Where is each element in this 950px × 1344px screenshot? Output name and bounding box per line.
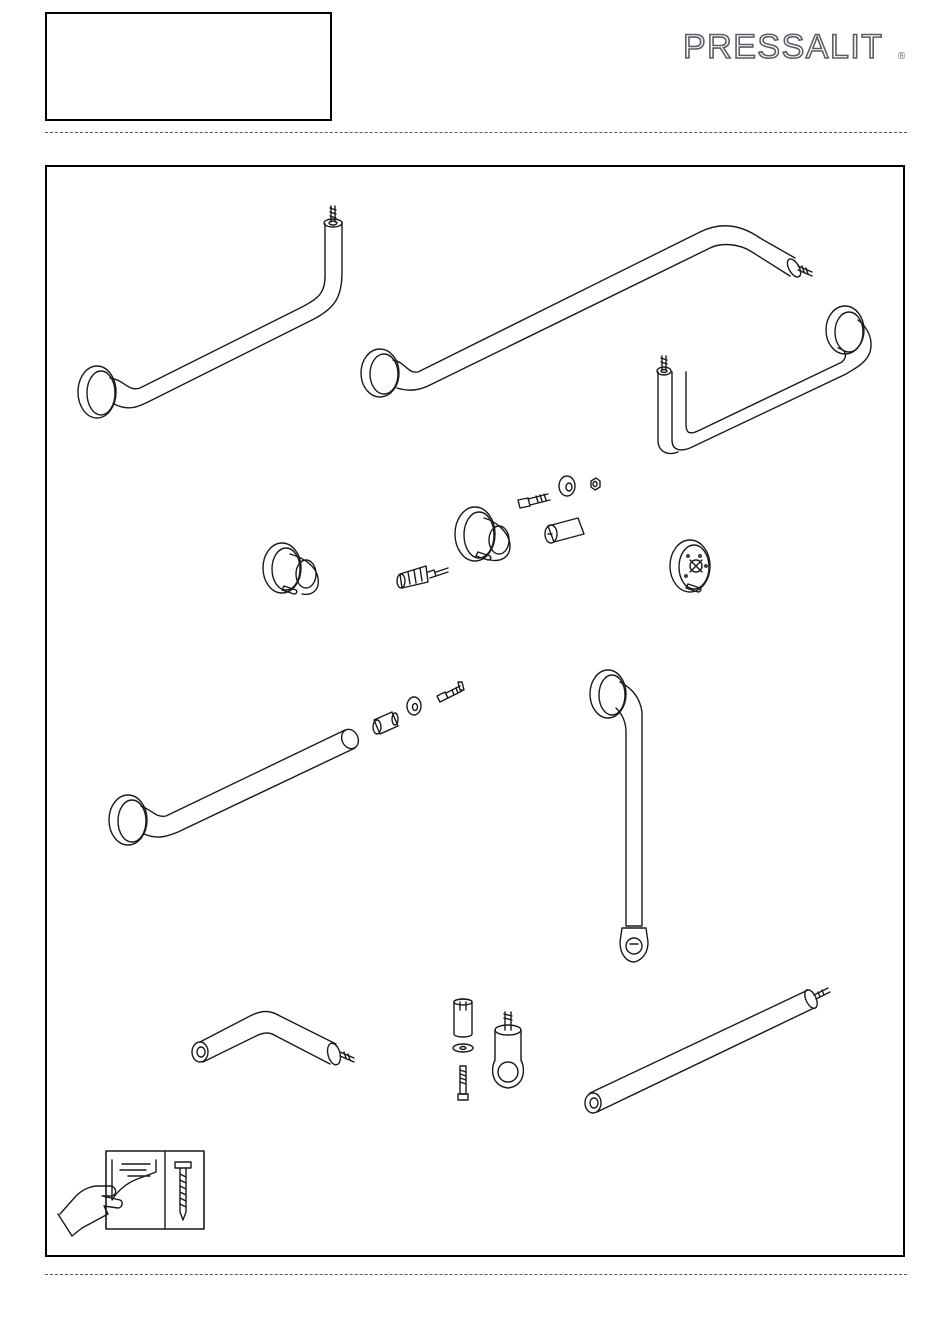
grab-bar-angled-left <box>78 206 342 418</box>
peel-and-screw-hint <box>58 1151 204 1236</box>
straight-bar-with-fittings <box>109 682 464 845</box>
grab-bar-long-angled <box>361 226 812 397</box>
cover-rosette <box>670 540 710 592</box>
divider-bottom <box>45 1274 907 1275</box>
grab-bar-u-shaped <box>657 306 871 454</box>
wall-flange <box>263 543 318 594</box>
vertical-bar <box>590 670 648 962</box>
floor-fitting <box>453 999 523 1100</box>
straight-tube <box>585 988 830 1113</box>
corner-connector <box>192 1012 354 1067</box>
bolt-washer-nut-set <box>397 476 600 588</box>
